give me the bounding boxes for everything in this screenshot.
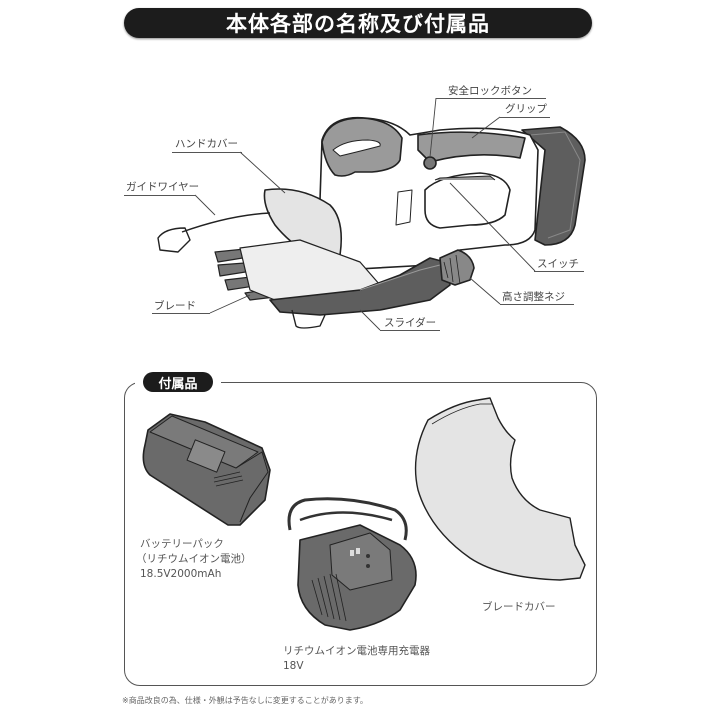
leader-height-screw xyxy=(469,277,501,305)
label-height-adjust-screw: 高さ調整ネジ xyxy=(502,291,565,303)
accessories-box xyxy=(124,382,597,686)
leader-guide-wire xyxy=(194,194,216,216)
underline xyxy=(152,313,210,314)
label-guide-wire: ガイドワイヤー xyxy=(126,181,200,193)
charger-caption: リチウムイオン電池専用充電器 18V xyxy=(283,644,430,674)
battery-name: バッテリーパック xyxy=(140,538,224,550)
leader-grip xyxy=(471,116,501,139)
underline xyxy=(172,152,242,153)
underline xyxy=(500,117,550,118)
battery-type: （リチウムイオン電池） xyxy=(136,553,252,565)
label-blade: ブレード xyxy=(154,300,196,312)
charger-spec: 18V xyxy=(283,660,304,672)
battery-pack-shape xyxy=(521,126,586,246)
underline xyxy=(436,98,546,99)
leader-blade xyxy=(209,294,251,314)
battery-pack-image xyxy=(142,413,271,526)
battery-caption: バッテリーパック （リチウムイオン電池） 18.5V2000mAh xyxy=(136,537,252,582)
page-title: 本体各部の名称及び付属品 xyxy=(226,12,490,36)
underline xyxy=(534,271,584,272)
charger-name: リチウムイオン電池専用充電器 xyxy=(283,645,430,657)
underline xyxy=(500,304,574,305)
accessories-heading: 付属品 xyxy=(158,376,198,392)
charger-image xyxy=(287,497,417,631)
leader-slider xyxy=(359,309,381,331)
blade-cover-name: ブレードカバー xyxy=(482,601,556,613)
accessories-tab: 付属品 xyxy=(143,372,213,392)
label-hand-cover: ハンドカバー xyxy=(175,138,238,150)
leader-safety-lock xyxy=(429,97,437,158)
label-safety-lock-button: 安全ロックボタン xyxy=(448,85,532,97)
leader-switch xyxy=(449,182,536,272)
leader-hand-cover xyxy=(239,151,286,194)
blade-cover-image xyxy=(414,397,586,581)
battery-spec: 18.5V2000mAh xyxy=(140,568,222,580)
underline xyxy=(124,195,196,196)
label-slider: スライダー xyxy=(384,317,437,329)
blade-cover-caption: ブレードカバー xyxy=(482,600,556,615)
label-switch: スイッチ xyxy=(537,258,579,270)
title-banner: 本体各部の名称及び付属品 xyxy=(124,8,592,38)
footnote: ※商品改良の為、仕様・外観は予告なしに変更することがあります。 xyxy=(122,696,368,705)
label-grip: グリップ xyxy=(505,103,547,115)
underline xyxy=(380,330,440,331)
